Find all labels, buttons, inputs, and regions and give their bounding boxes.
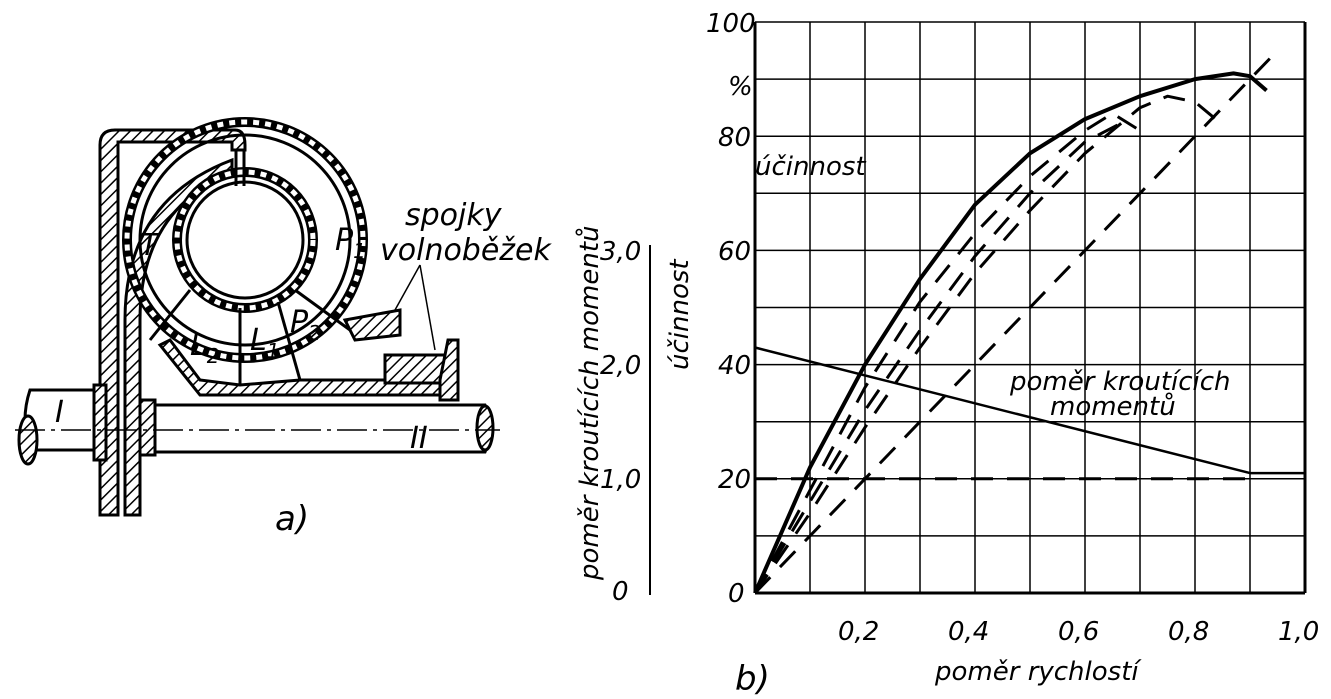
label-L1: L1 bbox=[250, 323, 279, 363]
series-účinnost-stupeň-2 bbox=[753, 123, 1119, 594]
sec-tick-0: 0 bbox=[612, 577, 629, 607]
annotation-torque-ratio-1: poměr kroutících bbox=[1009, 367, 1231, 397]
sec-tick-2: 2,0 bbox=[600, 351, 641, 381]
series-poměr-kroutících-momentů bbox=[754, 346, 1305, 475]
x-tick-1.0: 1,0 bbox=[1278, 617, 1319, 647]
series-účinnost bbox=[753, 71, 1268, 594]
y-tick-60: 60 bbox=[718, 237, 751, 267]
efficiency-axis-label: účinnost bbox=[665, 259, 695, 370]
y-tick-40: 40 bbox=[718, 351, 751, 381]
x-tick-0.2: 0,2 bbox=[838, 617, 879, 647]
sec-tick-3: 3,0 bbox=[600, 237, 641, 267]
label-shaft-II: II bbox=[410, 421, 428, 456]
label-clutch-1: spojky bbox=[405, 198, 503, 233]
series-spojka bbox=[753, 49, 1279, 595]
label-P1: P1 bbox=[335, 223, 366, 263]
secondary-axis-label: poměr kroutících momentů bbox=[574, 225, 605, 581]
y-tick-20: 20 bbox=[718, 465, 751, 495]
caption-b: b) bbox=[735, 659, 770, 699]
label-shaft-I: I bbox=[55, 395, 64, 430]
x-tick-0.4: 0,4 bbox=[948, 617, 989, 647]
label-L2: L2 bbox=[190, 328, 219, 368]
y-tick-0: 0 bbox=[728, 579, 745, 609]
efficiency-chart bbox=[753, 21, 1307, 595]
x-tick-0.8: 0,8 bbox=[1168, 617, 1209, 647]
y-tick-100: 100 bbox=[706, 9, 756, 39]
annotation-efficiency: účinnost bbox=[755, 152, 866, 182]
torque-converter-drawing bbox=[15, 117, 500, 517]
x-tick-0.6: 0,6 bbox=[1058, 617, 1099, 647]
chart-labels: 100 % 80 60 40 20 0 0,2 0,4 0,6 0,8 1,0 … bbox=[574, 9, 1319, 699]
label-clutch-2: volnoběžek bbox=[380, 233, 553, 268]
series-účinnost-stupeň-3 bbox=[753, 94, 1224, 594]
y-unit: % bbox=[728, 72, 753, 102]
x-axis-label: poměr rychlostí bbox=[934, 657, 1142, 687]
series-účinnost-stupeň-1 bbox=[753, 111, 1141, 594]
sec-tick-1: 1,0 bbox=[600, 465, 641, 495]
shaft-II bbox=[138, 403, 492, 454]
caption-a: a) bbox=[275, 499, 309, 539]
housing bbox=[98, 128, 247, 517]
annotation-torque-ratio-2: momentů bbox=[1050, 391, 1176, 422]
label-P2: P2 bbox=[290, 305, 321, 345]
label-T: T bbox=[140, 228, 161, 263]
hub bbox=[157, 338, 452, 397]
y-tick-80: 80 bbox=[718, 123, 751, 153]
diagram-labels: T P1 P2 L2 L1 I II spojky volnoběžek a) bbox=[55, 198, 553, 539]
